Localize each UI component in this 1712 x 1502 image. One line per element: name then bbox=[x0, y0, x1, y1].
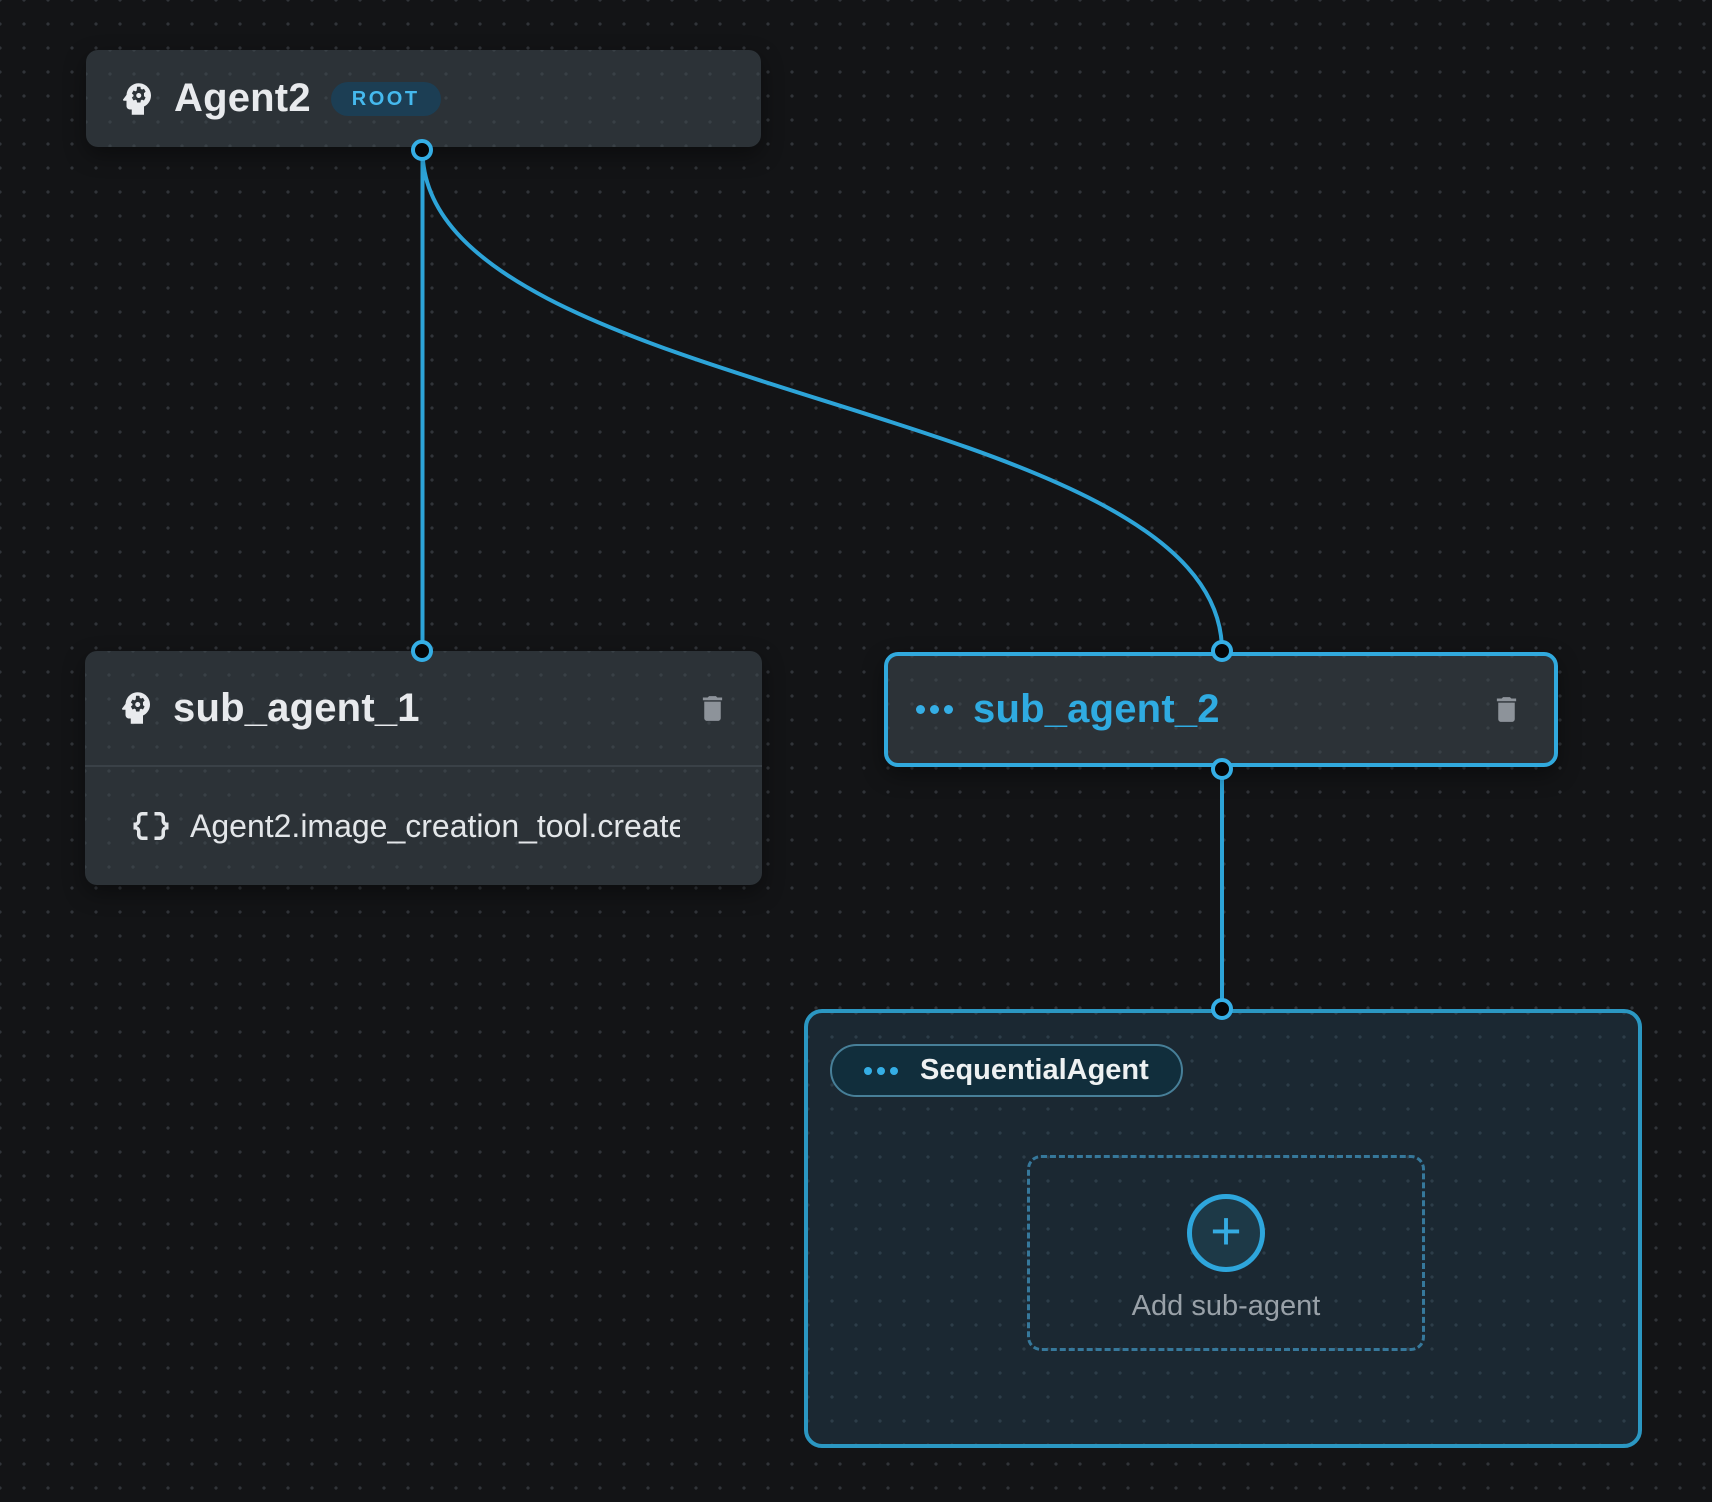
trash-icon bbox=[696, 692, 732, 725]
sequential-agent-type-pill[interactable]: SequentialAgent bbox=[830, 1044, 1183, 1097]
tool-reference-text: Agent2.image_creation_tool.create_i... bbox=[190, 807, 680, 844]
node-sequential-agent-container[interactable]: SequentialAgent + Add sub-agent bbox=[804, 1009, 1642, 1448]
three-dots-icon bbox=[916, 705, 953, 714]
trash-icon bbox=[1490, 693, 1526, 726]
handle-agent2-bottom[interactable] bbox=[411, 139, 433, 161]
handle-sub-agent-2-bottom[interactable] bbox=[1211, 758, 1233, 780]
handle-sub-agent-2-top[interactable] bbox=[1211, 640, 1233, 662]
handle-sequential-container-top[interactable] bbox=[1211, 998, 1233, 1020]
add-sub-agent-dropzone[interactable]: + Add sub-agent bbox=[1027, 1155, 1425, 1351]
node-sub-agent-1-tool-row[interactable]: Agent2.image_creation_tool.create_i... bbox=[85, 765, 762, 885]
curly-braces-icon bbox=[130, 805, 172, 847]
node-agent2[interactable]: Agent2 ROOT bbox=[86, 50, 761, 147]
root-badge: ROOT bbox=[330, 81, 441, 116]
node-agent2-title: Agent2 bbox=[174, 76, 311, 120]
agent-head-gear-icon bbox=[115, 687, 157, 729]
node-sub-agent-1-title: sub_agent_1 bbox=[173, 685, 420, 730]
plus-icon: + bbox=[1210, 1201, 1242, 1261]
three-dots-icon bbox=[864, 1066, 898, 1075]
plus-circle-icon[interactable]: + bbox=[1187, 1194, 1265, 1272]
node-sub-agent-2[interactable]: sub_agent_2 bbox=[884, 652, 1558, 767]
agent-head-gear-icon bbox=[116, 78, 158, 120]
edge-agent2-to-sub-agent-2[interactable] bbox=[420, 149, 1224, 652]
add-sub-agent-label: Add sub-agent bbox=[1131, 1290, 1321, 1322]
sequential-agent-type-label: SequentialAgent bbox=[920, 1054, 1149, 1086]
delete-sub-agent-1-button[interactable] bbox=[696, 690, 732, 726]
delete-sub-agent-2-button[interactable] bbox=[1490, 692, 1526, 728]
node-sub-agent-1[interactable]: sub_agent_1 Agent2.image_creation_tool.c… bbox=[85, 651, 762, 885]
node-sub-agent-2-title: sub_agent_2 bbox=[973, 687, 1220, 731]
node-sub-agent-1-header: sub_agent_1 bbox=[85, 651, 762, 765]
handle-sub-agent-1-top[interactable] bbox=[411, 640, 433, 662]
